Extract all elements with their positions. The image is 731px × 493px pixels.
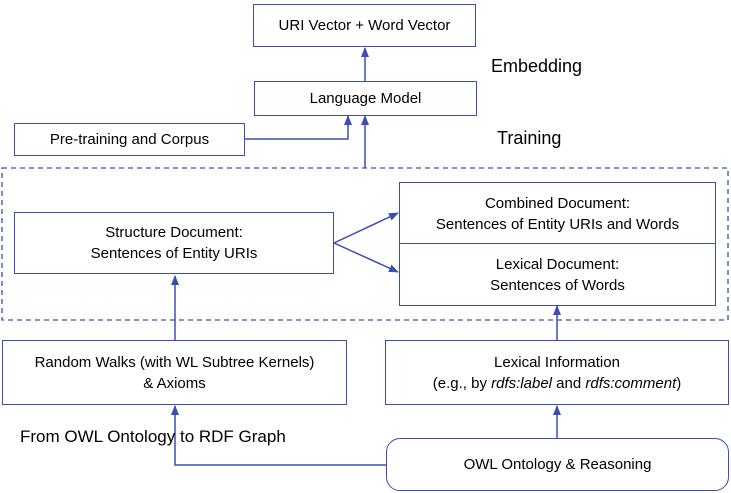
uri-word-vector-box: URI Vector + Word Vector [253, 4, 476, 47]
uri-word-vector-text: URI Vector + Word Vector [278, 17, 451, 34]
owl-ontology-text: OWL Ontology & Reasoning [463, 456, 652, 473]
training-label: Training [497, 128, 562, 148]
lexical-information-title: Lexical Information [494, 353, 620, 371]
embedding-label: Embedding [491, 56, 583, 76]
arrow-structure-to-combined [333, 212, 399, 244]
structure-document-subtitle: Sentences of Entity URIs [90, 245, 258, 262]
language-model-text: Language Model [309, 90, 422, 107]
lexical-information-suffix: ) [676, 374, 682, 392]
structure-document-title: Structure Document: [105, 224, 243, 241]
random-walks-box: Random Walks (with WL Subtree Kernels) &… [2, 340, 347, 405]
arrow-structure-to-lexical [333, 242, 399, 273]
rdfs-label-term: rdfs:label [491, 374, 552, 392]
rdfs-comment-term: rdfs:comment [585, 374, 677, 392]
arrow-owl-to-walks [171, 405, 386, 466]
combined-document-box: Combined Document: Sentences of Entity U… [399, 182, 716, 245]
lexical-information-and: and [552, 374, 586, 392]
lexical-information-box: Lexical Information (e.g., by rdfs:label… [385, 340, 729, 405]
owl-ontology-box: OWL Ontology & Reasoning [386, 438, 729, 491]
lexical-document-box: Lexical Document: Sentences of Words [399, 243, 716, 306]
combined-document-title: Combined Document: [484, 194, 631, 212]
pretraining-corpus-box: Pre-training and Corpus [14, 123, 245, 156]
random-walks-title: Random Walks (with WL Subtree Kernels) [34, 353, 315, 371]
pretraining-corpus-text: Pre-training and Corpus [49, 131, 210, 148]
language-model-box: Language Model [254, 81, 477, 116]
arrow-pretraining-to-lm [245, 115, 352, 140]
structure-document-box: Structure Document: Sentences of Entity … [14, 212, 334, 274]
lexical-document-subtitle: Sentences of Words [490, 276, 625, 294]
lexical-information-prefix: (e.g., by [432, 374, 492, 392]
random-walks-subtitle: & Axioms [143, 374, 206, 392]
lexical-document-title: Lexical Document: [495, 255, 620, 273]
lexical-information-subtitle: (e.g., by rdfs:label and rdfs:comment) [433, 373, 681, 394]
combined-document-subtitle: Sentences of Entity URIs and Words [435, 215, 680, 233]
owl-to-rdf-label: From OWL Ontology to RDF Graph [20, 427, 286, 446]
